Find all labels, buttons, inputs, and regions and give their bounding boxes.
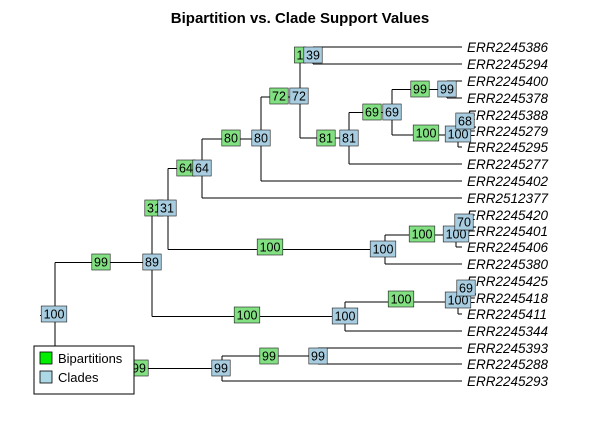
clade-label: 100	[40, 305, 68, 323]
legend-clades-label: Clades	[58, 370, 99, 385]
tip-label: ERR2245388	[467, 108, 549, 123]
clade-label: 100	[444, 125, 472, 143]
bipartition-label: 99	[91, 253, 111, 271]
bipartition-label-value: 99	[94, 256, 108, 270]
bipartition-label: 72	[269, 87, 289, 105]
clade-label: 64	[192, 159, 212, 177]
bipartition-label: 69	[362, 103, 382, 121]
tip-label: ERR2245288	[467, 357, 549, 372]
clade-label-value: 100	[448, 294, 469, 308]
clade-label-value: 69	[385, 106, 399, 120]
bipartition-label: 100	[412, 124, 440, 142]
bipartition-label: 99	[259, 347, 279, 365]
bipartition-label-value: 81	[319, 132, 333, 146]
bipartition-label-value: 100	[391, 293, 412, 307]
clade-label: 69	[382, 103, 402, 121]
tip-label: ERR2512377	[467, 191, 549, 206]
tip-label: ERR2245294	[467, 57, 548, 72]
clade-label-value: 64	[195, 162, 209, 176]
clade-label-value: 100	[446, 228, 467, 242]
tip-label: ERR2245411	[467, 307, 547, 322]
bipartition-label-value: 80	[224, 132, 238, 146]
tip-label: ERR2245425	[467, 274, 549, 289]
tip-labels: ERR2245386ERR2245294ERR2245400ERR2245378…	[467, 40, 549, 389]
clade-label-value: 100	[448, 128, 469, 142]
clade-label: 81	[339, 129, 359, 147]
bipartition-label: 100	[233, 306, 261, 324]
clade-label-value: 100	[373, 243, 394, 257]
clade-label-value: 80	[254, 132, 268, 146]
clade-label-value: 68	[458, 115, 472, 129]
clade-label-value: 70	[457, 216, 471, 230]
bipartition-label-value: 99	[262, 350, 276, 364]
figure-title: Bipartition vs. Clade Support Values	[171, 10, 429, 27]
clade-label: 72	[289, 87, 309, 105]
tip-label: ERR2245406	[467, 240, 549, 255]
clade-label-value: 72	[292, 90, 306, 104]
tip-label: ERR2245420	[467, 208, 549, 223]
tip-label: ERR2245344	[467, 324, 548, 339]
clade-label: 99	[308, 347, 328, 365]
clade-label-value: 100	[335, 310, 356, 324]
bipartition-label: 100	[387, 290, 415, 308]
clade-label-value: 69	[459, 282, 473, 296]
clade-label: 69	[456, 279, 476, 297]
legend-bipartitions-label: Bipartitions	[58, 351, 123, 366]
clade-label: 80	[251, 129, 271, 147]
tip-label: ERR2245386	[467, 40, 549, 55]
tip-label: ERR2245378	[467, 91, 549, 106]
bipartition-label: 64	[176, 159, 196, 177]
bipartition-label: 100	[256, 238, 284, 256]
tree-edges	[40, 46, 465, 382]
clade-label: 99	[211, 359, 231, 377]
tip-label: ERR2245279	[467, 124, 549, 139]
bipartition-label: 81	[316, 129, 336, 147]
legend-clades-swatch	[39, 370, 53, 384]
clade-label: 99	[437, 80, 457, 98]
clade-label-value: 100	[44, 308, 65, 322]
clade-label-value: 89	[145, 256, 159, 270]
bipartition-label: 100	[408, 225, 436, 243]
bipartition-label-value: 72	[272, 90, 286, 104]
tip-label: ERR2245293	[467, 374, 549, 389]
clade-label: 31	[157, 199, 177, 217]
tip-label: ERR2245295	[467, 140, 549, 155]
bipartition-label-value: 64	[179, 162, 193, 176]
tip-label: ERR2245380	[467, 257, 549, 272]
clade-label-value: 39	[306, 49, 320, 63]
tip-label: ERR2245393	[467, 341, 549, 356]
bipartition-label-value: 1	[297, 49, 304, 63]
clade-label-value: 99	[440, 83, 454, 97]
clade-label: 89	[142, 253, 162, 271]
bipartition-label-value: 99	[413, 83, 427, 97]
bipartition-label-value: 100	[416, 127, 437, 141]
tip-label: ERR2245400	[467, 74, 549, 89]
legend-bipartitions-swatch	[39, 351, 53, 365]
clade-label-value: 99	[311, 350, 325, 364]
bipartition-label: 99	[410, 80, 430, 98]
clade-label: 68	[455, 112, 475, 130]
clade-label-value: 81	[342, 132, 356, 146]
tip-label: ERR2245402	[467, 174, 549, 189]
clade-label: 70	[454, 213, 474, 231]
bipartition-label-value: 69	[365, 106, 379, 120]
legend: Bipartitions Clades	[33, 345, 135, 395]
bipartition-label-value: 100	[237, 309, 258, 323]
clade-label-value: 31	[160, 202, 174, 216]
clade-label: 100	[369, 240, 397, 258]
tip-label: ERR2245401	[467, 224, 548, 239]
tip-label: ERR2245418	[467, 291, 549, 306]
bipartition-label-value: 99	[132, 362, 146, 376]
clade-label-value: 99	[214, 362, 228, 376]
bipartition-label-value: 100	[260, 241, 281, 255]
tip-label: ERR2245277	[467, 157, 549, 172]
clade-label: 100	[331, 307, 359, 325]
clade-label: 39	[303, 46, 323, 64]
bipartition-label-value: 100	[412, 228, 433, 242]
bipartition-label: 80	[221, 129, 241, 147]
